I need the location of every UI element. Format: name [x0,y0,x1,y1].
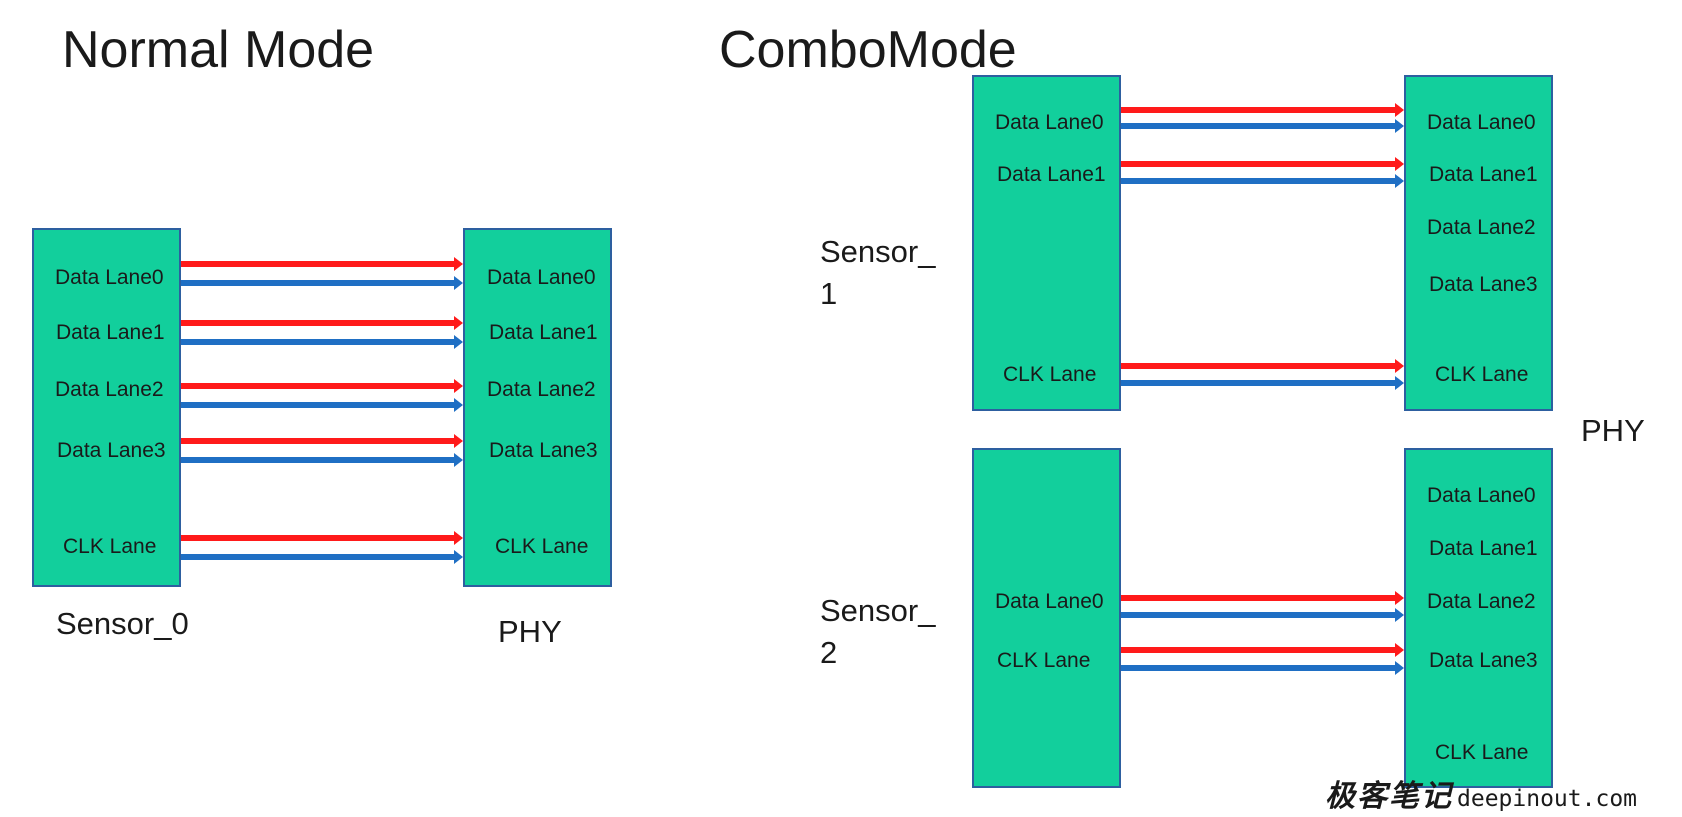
sensor-1-lane-1: Data Lane1 [997,163,1106,186]
normal-lane1-negative-wire [181,335,463,349]
sensor-2-label-line-1: Sensor_ [820,593,936,628]
sensor-2-clk-lane: CLK Lane [997,649,1091,672]
sensor-0-block [32,228,181,587]
phy-1-lane-0: Data Lane0 [1427,111,1536,134]
phy-1-lane-1: Data Lane1 [1429,163,1538,186]
normal-lane2-positive-wire [181,379,463,393]
phy-2-clk-lane: CLK Lane [1435,741,1529,764]
normal-lane0-negative-wire [181,276,463,290]
combo1-clk-positive-wire [1121,359,1404,373]
phy-0-block [463,228,612,587]
combo2-clk-positive-wire [1121,643,1404,657]
sensor-1-label: Sensor_ 1 [820,231,935,315]
sensor-1-label-line-2: 1 [820,275,838,311]
normal-clk-negative-wire [181,550,463,564]
phy-2-lane-0: Data Lane0 [1427,484,1536,507]
sensor-2-block [972,448,1121,788]
sensor-1-label-line-1: Sensor_ [820,234,936,269]
normal-clk-positive-wire [181,531,463,545]
phy-1-block [1404,75,1553,411]
phy-combo-label: PHY [1581,413,1645,448]
sensor-0-clk-lane: CLK Lane [63,535,157,558]
combo-mode-title: ComboMode [719,21,1017,79]
phy-2-lane-2: Data Lane2 [1427,590,1536,613]
normal-lane2-negative-wire [181,398,463,412]
phy-0-label: PHY [498,614,562,649]
phy-0-lane-0: Data Lane0 [487,266,596,289]
phy-0-lane-3: Data Lane3 [489,439,598,462]
sensor-1-block [972,75,1121,411]
phy-1-clk-lane: CLK Lane [1435,363,1529,386]
normal-lane3-negative-wire [181,453,463,467]
phy-2-lane-1: Data Lane1 [1429,537,1538,560]
phy-1-lane-3: Data Lane3 [1429,273,1538,296]
phy-0-lane-1: Data Lane1 [489,321,598,344]
combo1-lane1-negative-wire [1121,174,1404,188]
normal-lane3-positive-wire [181,434,463,448]
sensor-2-lane-0: Data Lane0 [995,590,1104,613]
phy-2-block [1404,448,1553,788]
sensor-0-label: Sensor_0 [56,606,189,641]
sensor-2-label: Sensor_ 2 [820,590,935,674]
phy-0-clk-lane: CLK Lane [495,535,589,558]
watermark-chinese: 极客笔记 [1325,779,1453,814]
combo2-lane0-negative-wire [1121,608,1404,622]
combo1-lane0-negative-wire [1121,119,1404,133]
normal-lane1-positive-wire [181,316,463,330]
phy-0-lane-2: Data Lane2 [487,378,596,401]
combo1-clk-negative-wire [1121,376,1404,390]
sensor-2-label-line-2: 2 [820,634,838,670]
phy-1-lane-2: Data Lane2 [1427,216,1536,239]
sensor-0-lane-1: Data Lane1 [56,321,165,344]
phy-2-lane-3: Data Lane3 [1429,649,1538,672]
sensor-0-lane-0: Data Lane0 [55,266,164,289]
combo2-clk-negative-wire [1121,661,1404,675]
combo1-lane0-positive-wire [1121,103,1404,117]
watermark-site: deepinout.com [1457,786,1638,812]
combo2-lane0-positive-wire [1121,591,1404,605]
sensor-0-lane-3: Data Lane3 [57,439,166,462]
sensor-1-lane-0: Data Lane0 [995,111,1104,134]
sensor-0-lane-2: Data Lane2 [55,378,164,401]
normal-lane0-positive-wire [181,257,463,271]
sensor-1-clk-lane: CLK Lane [1003,363,1097,386]
normal-mode-title: Normal Mode [62,21,375,79]
combo1-lane1-positive-wire [1121,157,1404,171]
